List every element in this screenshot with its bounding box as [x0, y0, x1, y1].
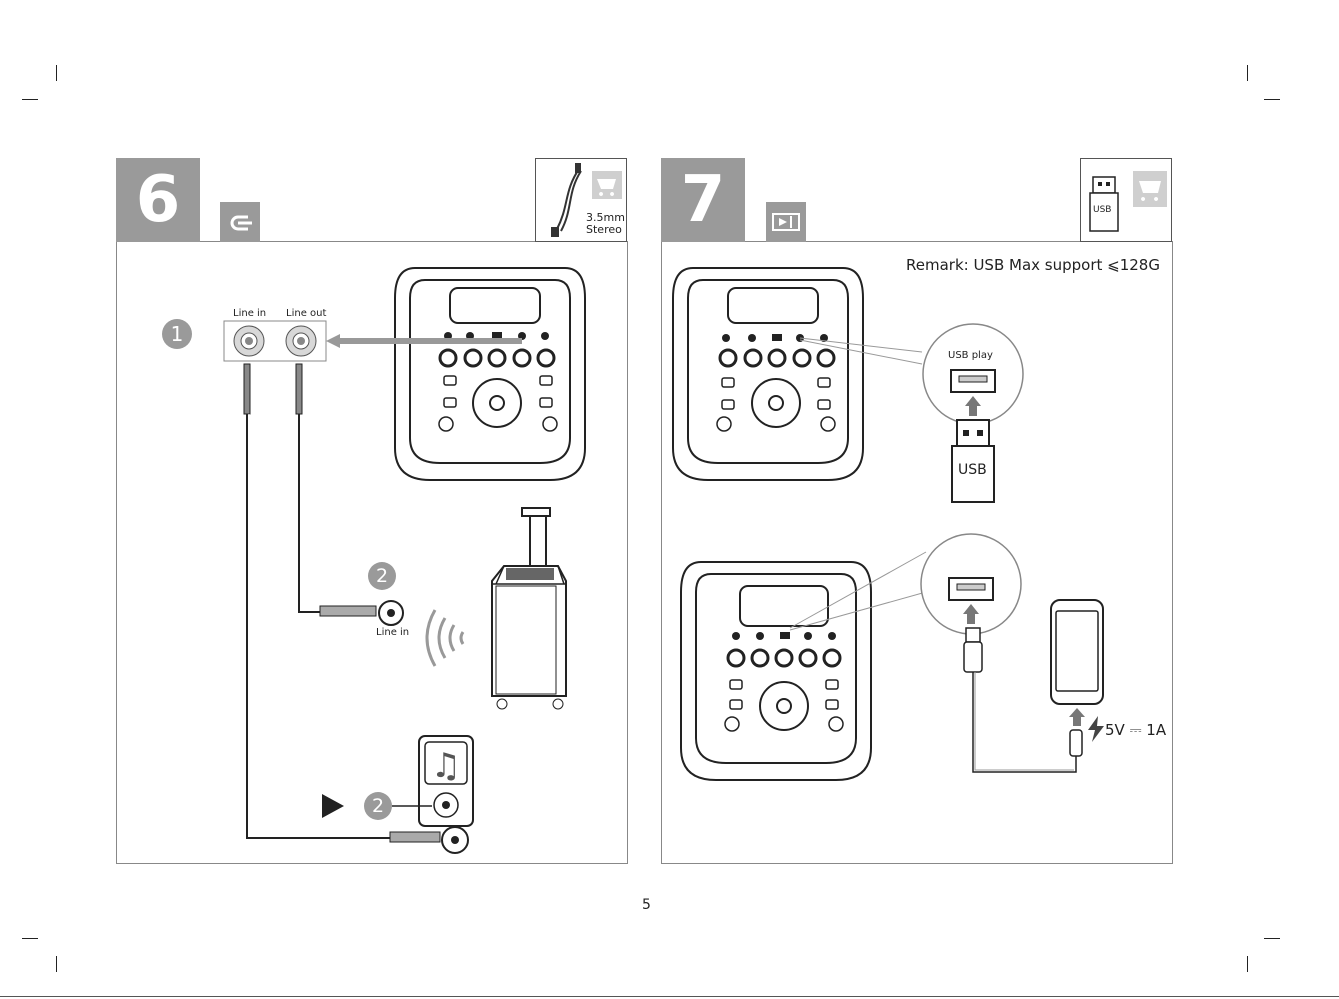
trolley-speaker — [486, 506, 576, 716]
usb-port-zoom-upper — [921, 322, 1025, 426]
cart-icon — [592, 171, 622, 199]
usb-remark: Remark: USB Max support ⩽128G — [906, 256, 1160, 274]
crop-mark — [1264, 99, 1280, 100]
line-in-label: Line in — [376, 627, 409, 638]
usb-play-mode-icon — [766, 202, 806, 242]
accessory-usb-box: USB — [1080, 158, 1172, 242]
callout-2b: 2 — [364, 792, 392, 820]
usb-stick-label: USB — [958, 462, 987, 478]
callout-leader — [392, 804, 432, 808]
power-spec: 5V ⎓ 1A — [1105, 721, 1166, 739]
crop-mark — [56, 65, 57, 81]
zoom-arrow — [326, 334, 526, 348]
page-number: 5 — [642, 897, 651, 913]
aux-socket — [441, 826, 469, 854]
audio-cable-icon — [539, 161, 589, 239]
usb-port-zoom-lower — [919, 532, 1023, 636]
line-in-cable-icon — [220, 202, 260, 242]
svg-text:♫: ♫ — [431, 746, 461, 786]
crop-mark — [1264, 938, 1280, 939]
smartphone-icon — [1050, 599, 1104, 705]
step6-number: 6 — [116, 158, 200, 242]
crop-mark — [22, 938, 38, 939]
crop-mark — [22, 99, 38, 100]
line-jacks-panel — [223, 320, 327, 362]
accessory-label-usb: USB — [1093, 205, 1111, 215]
sound-waves-icon — [423, 608, 473, 668]
accessory-cable-box: 3.5mm Stereo — [535, 158, 627, 242]
callout-2a: 2 — [368, 562, 396, 590]
callout-1: 1 — [162, 319, 192, 349]
line-in-socket — [378, 600, 404, 626]
crop-mark — [1247, 956, 1248, 972]
usb-play-label: USB play — [948, 350, 993, 361]
charge-up-arrow — [1069, 708, 1085, 726]
speaker-control-panel-upper — [668, 258, 868, 488]
crop-mark — [56, 956, 57, 972]
music-player-icon: ♫ — [418, 735, 474, 827]
bottom-rule — [0, 996, 1339, 997]
usb-stick — [951, 418, 995, 504]
step7-number: 7 — [661, 158, 745, 242]
crop-mark — [1247, 65, 1248, 81]
jack-label-line-out: Line out — [286, 308, 326, 319]
jack-label-line-in: Line in — [233, 308, 266, 319]
accessory-label-stereo: Stereo — [586, 223, 622, 236]
zoom-lines-lower — [790, 552, 930, 632]
lightning-icon — [1088, 716, 1104, 742]
cart-icon — [1133, 171, 1167, 207]
play-icon — [322, 794, 344, 818]
